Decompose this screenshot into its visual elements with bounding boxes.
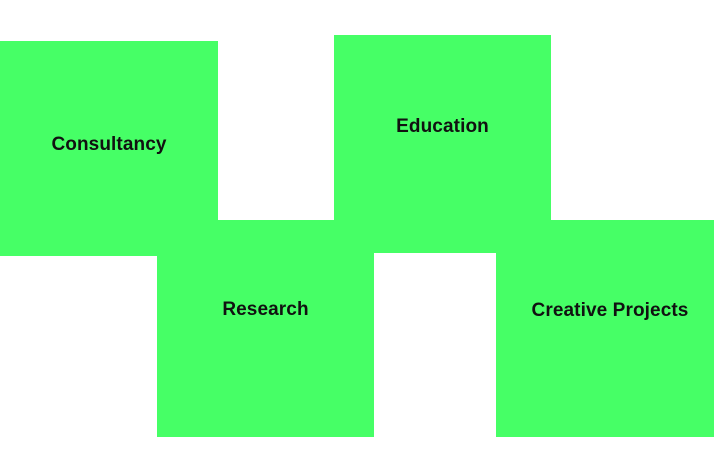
creative-projects-tile[interactable]: Creative Projects [496,220,714,437]
education-label: Education [396,116,489,137]
research-tile[interactable]: Research [157,220,374,437]
creative-projects-label: Creative Projects [531,299,689,321]
research-label: Research [222,298,309,320]
consultancy-label: Consultancy [51,133,167,155]
education-tile[interactable]: Education [334,35,551,253]
consultancy-tile[interactable]: Consultancy [0,41,218,256]
